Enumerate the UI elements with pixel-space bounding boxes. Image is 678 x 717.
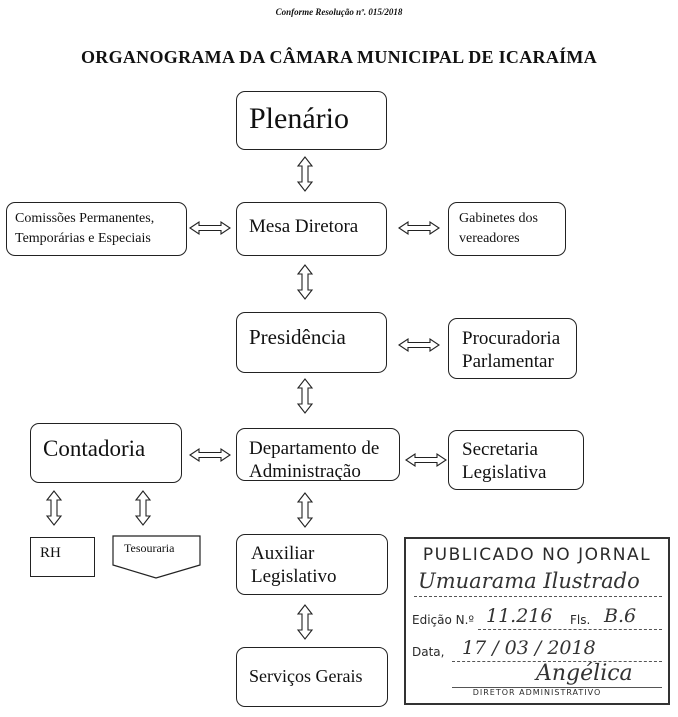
stamp-newspaper: Umuarama Ilustrado — [418, 569, 640, 593]
node-contadoria: Contadoria — [30, 423, 182, 483]
node-contadoria-label: Contadoria — [43, 436, 146, 461]
node-secretaria-line1: Secretaria — [462, 439, 538, 460]
stamp-date-label: Data, — [412, 645, 445, 659]
resolution-note: Conforme Resolução nº. 015/2018 — [275, 7, 403, 17]
node-rh-label: RH — [40, 545, 61, 561]
arrow-mesa-gabinetes — [398, 221, 440, 235]
stamp-edition-line — [478, 629, 662, 630]
node-presidencia: Presidência — [236, 312, 387, 373]
node-mesa-diretora-label: Mesa Diretora — [249, 216, 359, 237]
arrow-departamento-auxiliar — [297, 492, 313, 528]
arrow-contadoria-rh — [46, 490, 62, 526]
arrow-presidencia-procuradoria — [398, 338, 440, 352]
arrow-contadoria-departamento — [189, 448, 231, 462]
stamp-edition-label: Edição N.º — [412, 613, 475, 627]
stamp-footer: DIRETOR ADMINISTRATIVO — [472, 688, 602, 697]
arrow-departamento-secretaria — [405, 453, 447, 467]
arrow-plenario-mesa — [297, 156, 313, 192]
node-procuradoria-line2: Parlamentar — [462, 351, 554, 372]
node-servicos-gerais-label: Serviços Gerais — [249, 666, 363, 686]
stamp-fls-value: B.6 — [604, 605, 637, 627]
stamp-signature: Angélica — [536, 661, 633, 686]
node-comissoes: Comissões Permanentes, Temporárias e Esp… — [6, 202, 187, 256]
node-departamento-line1: Departamento de — [249, 438, 380, 459]
stamp-newspaper-line — [414, 596, 662, 597]
node-plenario: Plenário — [236, 91, 387, 150]
node-plenario-label: Plenário — [249, 102, 349, 135]
stamp-edition-value: 11.216 — [486, 605, 553, 627]
stamp-signature-line — [452, 687, 662, 688]
node-rh: RH — [30, 537, 95, 577]
node-auxiliar: Auxiliar Legislativo — [236, 534, 388, 595]
arrow-comissoes-mesa — [189, 221, 231, 235]
node-procuradoria-line1: Procuradoria — [462, 328, 561, 349]
node-tesouraria-shape — [112, 535, 201, 579]
publication-stamp: PUBLICADO NO JORNAL Umuarama Ilustrado E… — [404, 537, 670, 705]
node-mesa-diretora: Mesa Diretora — [236, 202, 387, 256]
arrow-contadoria-tesouraria — [135, 490, 151, 526]
arrow-auxiliar-servicos — [297, 604, 313, 640]
node-gabinetes-line2: vereadores — [459, 231, 520, 246]
stamp-fls-label: Fls. — [570, 613, 591, 627]
node-gabinetes: Gabinetes dos vereadores — [448, 202, 566, 256]
node-comissoes-line2: Temporárias e Especiais — [15, 231, 151, 246]
arrow-mesa-presidencia — [297, 264, 313, 300]
arrow-presidencia-departamento — [297, 378, 313, 414]
node-procuradoria: Procuradoria Parlamentar — [448, 318, 577, 379]
node-departamento-line2: Administração — [249, 461, 361, 481]
stamp-title: PUBLICADO NO JORNAL — [422, 545, 652, 565]
node-tesouraria-label: Tesouraria — [124, 541, 175, 555]
node-secretaria: Secretaria Legislativa — [448, 430, 584, 490]
node-comissoes-line1: Comissões Permanentes, — [15, 211, 155, 226]
node-secretaria-line2: Legislativa — [462, 462, 547, 483]
node-departamento: Departamento de Administração — [236, 428, 400, 481]
node-presidencia-label: Presidência — [249, 325, 346, 349]
node-servicos-gerais: Serviços Gerais — [236, 647, 388, 707]
node-gabinetes-line1: Gabinetes dos — [459, 211, 538, 226]
stamp-date-value: 17 / 03 / 2018 — [462, 637, 596, 659]
page-title: ORGANOGRAMA DA CÂMARA MUNICIPAL DE ICARA… — [80, 47, 598, 67]
stamp-date-line — [452, 661, 662, 662]
node-auxiliar-line2: Legislativo — [251, 566, 337, 587]
node-auxiliar-line1: Auxiliar — [251, 543, 315, 564]
